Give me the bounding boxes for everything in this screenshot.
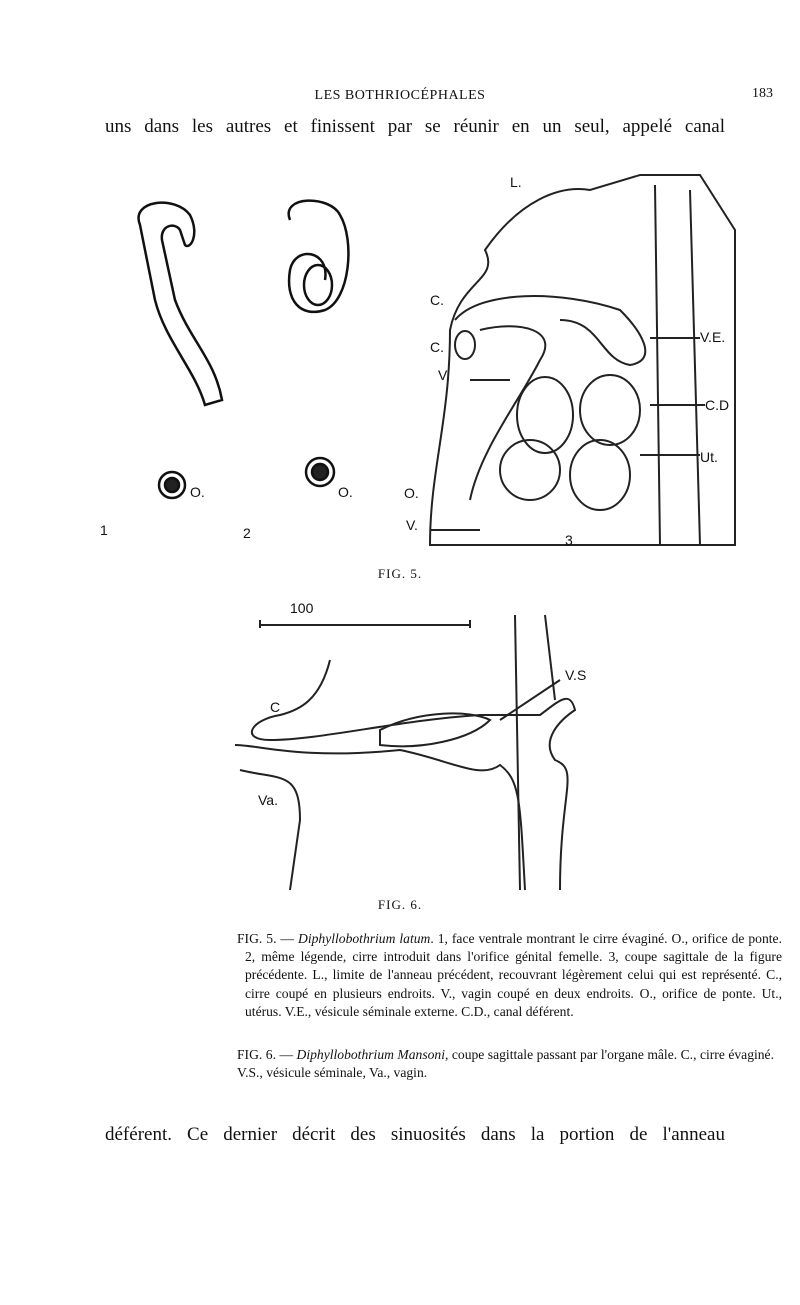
- figure5-panel1: [137, 201, 224, 500]
- legend5-species: Diphyllobothrium latum: [298, 931, 431, 946]
- running-head: LES BOTHRIOCÉPHALES: [314, 88, 486, 103]
- label-3: 3: [565, 532, 573, 548]
- label-fig6-C: C: [270, 699, 280, 715]
- panel-label-2: 2: [243, 525, 251, 541]
- figure-drawings: 1 2 O. O. L. C. C. V. O. V. V.E. C.D Ut.…: [100, 174, 736, 891]
- legend5-text: . 1, face ventrale montrant le cirre éva…: [245, 931, 782, 1019]
- label-o2: O.: [338, 484, 353, 500]
- legend6-species: Diphyllobothrium Mansoni: [296, 1047, 445, 1062]
- label-o1: O.: [190, 484, 205, 500]
- legend-fig6: FIG. 6. — Diphyllobothrium Mansoni, coup…: [237, 1046, 774, 1082]
- label-Ut: Ut.: [700, 449, 718, 465]
- panel-label-1: 1: [100, 522, 108, 538]
- body-text-top: uns dans les autres et finissent par se …: [105, 116, 725, 137]
- label-V1: V.: [438, 367, 450, 383]
- figure6-drawing: [234, 614, 577, 891]
- legend6-prefix: FIG. 6. —: [237, 1047, 297, 1062]
- label-VE: V.E.: [700, 329, 725, 345]
- legend6-text: , coupe sagittale passant par l'organe m…: [237, 1047, 774, 1081]
- legend5-prefix: FIG. 5. —: [237, 931, 298, 946]
- figure5-caption: FIG. 5.: [377, 566, 423, 581]
- page-number: 183: [752, 86, 773, 101]
- label-fig6-VS: V.S: [565, 667, 586, 683]
- label-CD: C.D: [705, 397, 729, 413]
- figure5-panel3: [428, 174, 736, 546]
- label-fig6-Va: Va.: [258, 792, 278, 808]
- figure5-panel2: [287, 199, 350, 488]
- body-text-bottom: déférent. Ce dernier décrit des sinuosit…: [105, 1124, 725, 1145]
- scale-label: 100: [290, 600, 314, 616]
- label-C2: C.: [430, 339, 444, 355]
- figure6-caption: FIG. 6.: [377, 897, 423, 912]
- legend-fig5: FIG. 5. — Diphyllobothrium latum. 1, fac…: [237, 930, 782, 1021]
- label-O3: O.: [404, 485, 419, 501]
- label-L: L.: [510, 174, 522, 190]
- label-V2: V.: [406, 517, 418, 533]
- label-C1: C.: [430, 292, 444, 308]
